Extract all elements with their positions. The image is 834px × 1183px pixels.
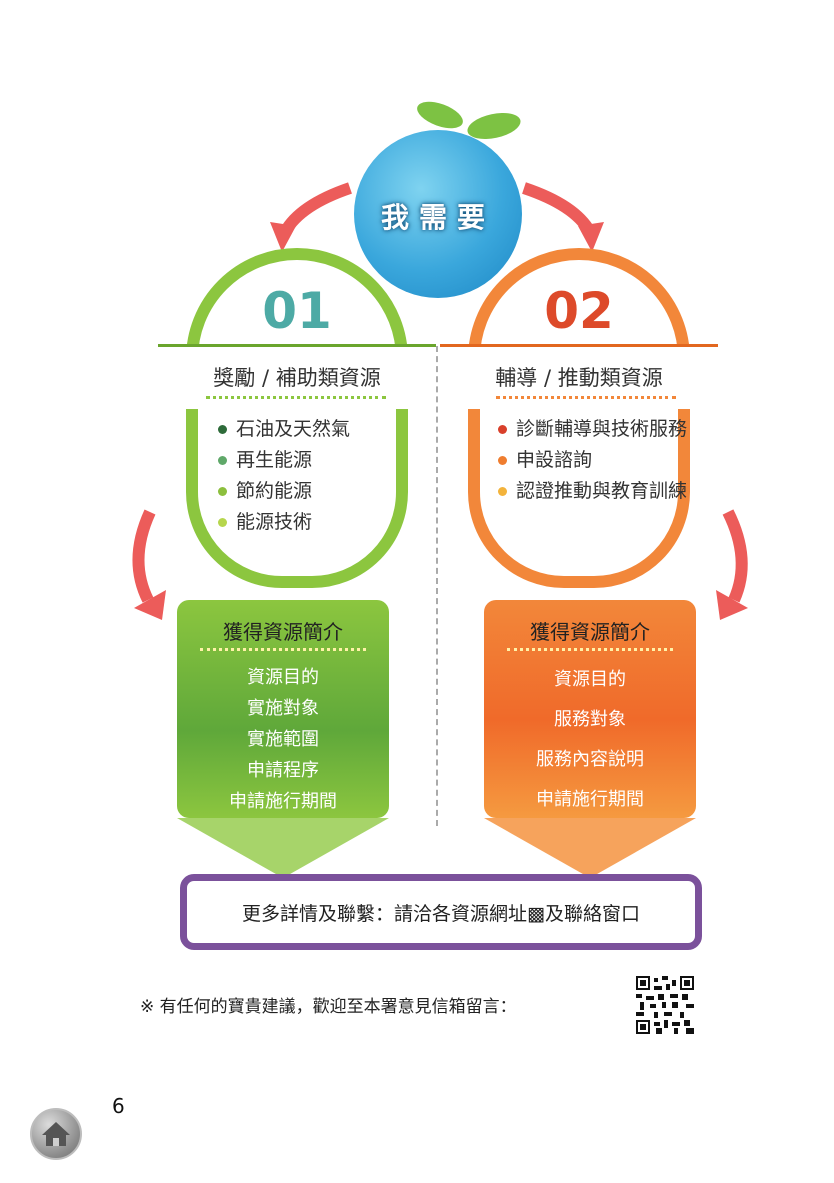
- guidance-number: 02: [544, 282, 614, 340]
- list-item: 申請程序: [247, 760, 319, 781]
- center-divider: [436, 346, 438, 826]
- need-circle: [354, 130, 522, 298]
- subsidy-divider: [206, 396, 386, 399]
- list-item: 再生能源: [218, 445, 350, 476]
- list-item: 申請施行期間: [229, 791, 337, 812]
- bullet-icon: [218, 456, 227, 465]
- guidance-resource-card: [468, 248, 690, 588]
- curved-arrow-icon: [522, 182, 604, 252]
- subsidy-list: 石油及天然氣 再生能源 節約能源 能源技術: [218, 414, 350, 538]
- list-item: 能源技術: [218, 507, 350, 538]
- home-icon: [42, 1122, 70, 1146]
- guidance-down-arrow: [484, 818, 696, 878]
- feedback-note: ※ 有任何的寶貴建議，歡迎至本署意見信箱留言：: [140, 997, 517, 1017]
- contact-box: 更多詳情及聯繫：請洽各資源網址▩及聯絡窗口: [180, 874, 702, 950]
- list-item: 實施範圍: [247, 729, 319, 750]
- guidance-title: 輔導 / 推動類資源: [495, 366, 663, 390]
- subsidy-number: 01: [262, 282, 332, 340]
- list-item: 認證推動與教育訓練: [498, 476, 687, 507]
- bullet-icon: [218, 487, 227, 496]
- list-item: 資源目的: [554, 669, 626, 690]
- curved-arrow-icon: [270, 182, 352, 252]
- subsidy-info-list: 資源目的 實施對象 實施範圍 申請程序 申請施行期間: [177, 662, 389, 817]
- list-item: 資源目的: [247, 667, 319, 688]
- subsidy-title: 獎勵 / 補助類資源: [213, 366, 381, 390]
- curved-arrow-icon: [716, 509, 748, 620]
- bullet-icon: [498, 425, 507, 434]
- list-item: 實施對象: [247, 698, 319, 719]
- subsidy-info-divider: [200, 648, 366, 651]
- list-item: 申設諮詢: [498, 445, 687, 476]
- bullet-icon: [498, 487, 507, 496]
- home-button[interactable]: [30, 1108, 82, 1160]
- bullet-icon: [218, 518, 227, 527]
- subsidy-down-arrow: [177, 818, 389, 878]
- need-label: 我需要: [380, 201, 495, 234]
- list-item: 服務內容說明: [536, 749, 644, 770]
- bullet-icon: [498, 456, 507, 465]
- curved-arrow-icon: [132, 509, 166, 620]
- subsidy-info-title: 獲得資源簡介: [223, 620, 343, 644]
- guidance-divider: [496, 396, 676, 399]
- guidance-list: 診斷輔導與技術服務 申設諮詢 認證推動與教育訓練: [498, 414, 687, 507]
- guidance-info-divider: [507, 648, 673, 651]
- qr-code-icon[interactable]: [636, 976, 694, 1034]
- bullet-icon: [218, 425, 227, 434]
- contact-text: 更多詳情及聯繫：請洽各資源網址▩及聯絡窗口: [242, 902, 640, 925]
- guidance-info-title: 獲得資源簡介: [530, 620, 650, 644]
- list-item: 申請施行期間: [536, 789, 644, 810]
- list-item: 石油及天然氣: [218, 414, 350, 445]
- subsidy-info-card: [177, 600, 389, 818]
- guidance-info-list: 資源目的 服務對象 服務內容說明 申請施行期間: [484, 660, 696, 820]
- list-item: 服務對象: [554, 709, 626, 730]
- guidance-info-card: [484, 600, 696, 818]
- list-item: 診斷輔導與技術服務: [498, 414, 687, 445]
- page-number: 6: [112, 1094, 125, 1118]
- list-item: 節約能源: [218, 476, 350, 507]
